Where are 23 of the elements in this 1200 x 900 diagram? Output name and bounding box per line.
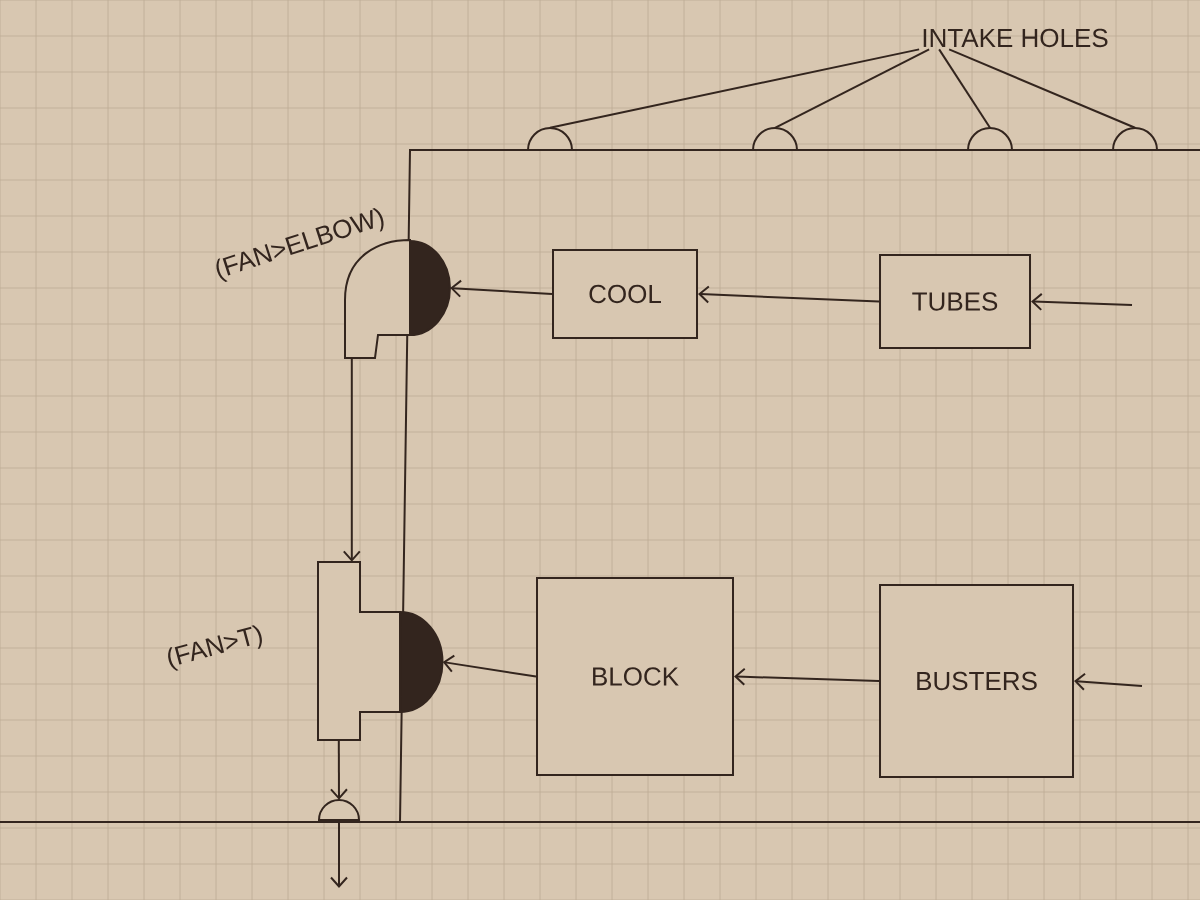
- arrow: [450, 279, 553, 298]
- arrow: [734, 667, 880, 686]
- arrow: [1031, 292, 1133, 311]
- process-box: COOL: [552, 249, 698, 339]
- fan: [409, 240, 451, 336]
- leader-line: [948, 48, 1136, 129]
- intake-hole: [752, 127, 798, 151]
- leader-line: [774, 48, 931, 129]
- callout-label: INTAKE HOLES: [923, 28, 1108, 48]
- intake-hole: [527, 127, 573, 151]
- process-box: TUBES: [879, 254, 1031, 349]
- arrow: [342, 357, 361, 562]
- arrow: [442, 654, 537, 678]
- leader-line: [549, 48, 921, 129]
- intake-hole: [1112, 127, 1158, 151]
- arrow: [1074, 672, 1143, 691]
- fan: [399, 611, 444, 713]
- arrow: [329, 739, 348, 800]
- arrow: [698, 285, 880, 304]
- process-box: BUSTERS: [879, 584, 1074, 778]
- leader-line: [938, 48, 991, 129]
- intake-hole: [967, 127, 1013, 151]
- process-box: BLOCK: [536, 577, 734, 776]
